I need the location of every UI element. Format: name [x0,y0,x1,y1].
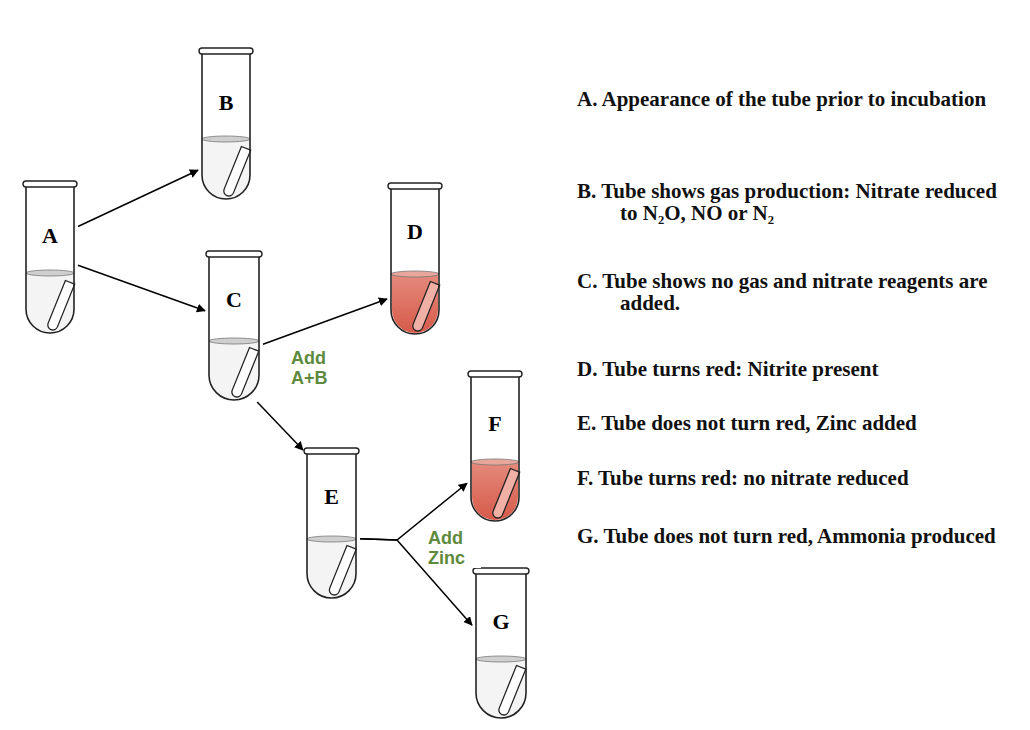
meniscus [202,136,250,142]
tube-rim [304,448,359,454]
durham-tube [222,146,250,197]
tube-outline [387,182,443,336]
tube-outline [22,180,78,335]
durham-tube-outline [230,347,258,398]
durham-tube-outline [497,665,525,716]
test-tube: C [205,250,263,402]
legend-note: E. Tube does not turn red, Zinc added [577,412,1018,434]
durham-tube [230,347,258,398]
tube-outline [205,250,263,402]
medium-liquid [210,341,258,399]
durham-tube-outline [328,545,356,596]
durham-tube [491,468,519,519]
meniscus [26,270,74,276]
legend-note: D. Tube turns red: Nitrite present [577,358,1018,380]
tube-rim [388,183,442,189]
test-tube: A [22,180,78,335]
arrow [78,265,205,311]
legend-note: A. Appearance of the tube prior to incub… [577,88,1018,110]
tube-letter: F [467,412,523,436]
meniscus [471,459,519,465]
medium-liquid [477,659,525,717]
meniscus [307,536,356,542]
tube-body [209,256,259,400]
tube-rim [23,181,77,187]
meniscus [476,656,526,662]
legend-note: F. Tube turns red: no nitrate reduced [577,467,1018,489]
tube-letter: D [387,220,443,244]
durham-tube-outline [491,468,519,519]
tube-body [471,376,519,521]
tube-outline [303,447,360,600]
reagent-label: Add A+B [290,348,338,388]
legend-note: C. Tube shows no gas and nitrate reagent… [577,270,1018,314]
tube-body [26,186,74,333]
tube-body [391,188,439,334]
test-tube: F [467,370,523,523]
tube-rim [199,48,253,54]
legend-note: B. Tube shows gas production: Nitrate re… [577,180,1018,224]
durham-tube-outline [222,146,250,197]
durham-tube [328,545,356,596]
meniscus [209,338,259,344]
legend-note: G. Tube does not turn red, Ammonia produ… [577,525,1018,547]
arrow [78,170,198,226]
test-tube: E [303,447,360,600]
tube-outline [472,567,530,720]
arrow [257,402,303,450]
tube-rim [473,568,529,574]
durham-tube [46,280,74,331]
tube-body [476,573,526,718]
tube-outline [467,370,523,523]
tube-rim [206,251,262,257]
tube-letter: E [303,485,360,509]
durham-tube-outline [46,280,74,331]
tube-letter: B [198,91,254,115]
meniscus [391,271,439,277]
durham-tube [497,665,525,716]
tube-body [202,53,250,199]
durham-tube [411,281,439,332]
test-tube: B [198,47,254,201]
tube-letter: C [205,288,263,312]
reagent-label: Add Zinc [427,528,481,568]
test-tube: D [387,182,443,336]
arrow [263,299,387,344]
test-tube: G [472,567,530,720]
tube-letter: A [22,224,78,248]
tube-letter: G [472,610,530,634]
durham-tube-outline [411,281,439,332]
tube-body [307,453,356,598]
tube-rim [468,371,522,377]
tube-outline [198,47,254,201]
